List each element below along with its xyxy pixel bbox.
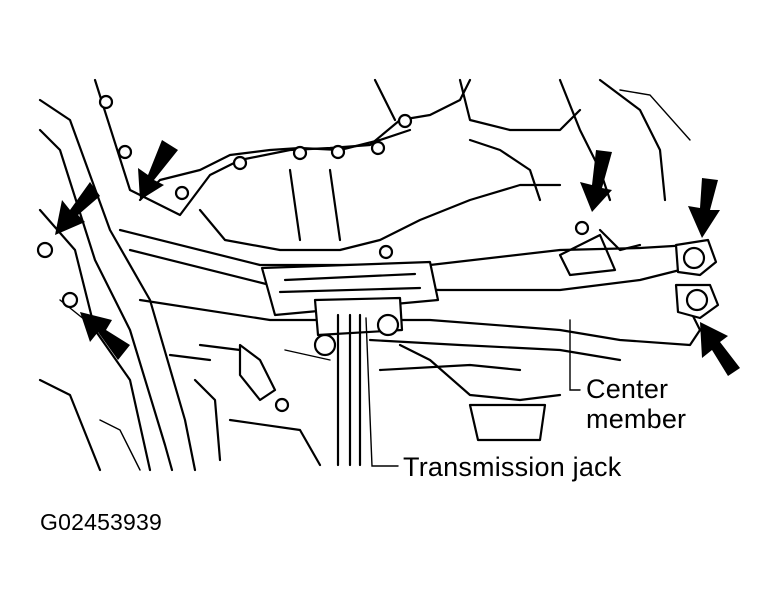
arrow-icon [580,150,612,212]
transmission-jack [260,260,440,467]
lower-parts [168,338,622,467]
transmission-pan [93,78,691,252]
pan-bolts [36,94,590,413]
center-member [118,228,720,347]
center-member-label-line2: member [586,404,687,434]
arrow-icon [700,322,740,376]
arrow-icon [688,178,720,238]
direction-arrows [55,140,740,376]
figure-code: G02453939 [40,509,163,535]
leader-lines [365,317,581,467]
arrow-icon [80,312,130,360]
arrow-icon [138,140,178,200]
transmission-jack-label: Transmission jack [403,452,622,482]
arrow-icon [55,182,100,235]
center-member-label-line1: Center [586,374,669,404]
